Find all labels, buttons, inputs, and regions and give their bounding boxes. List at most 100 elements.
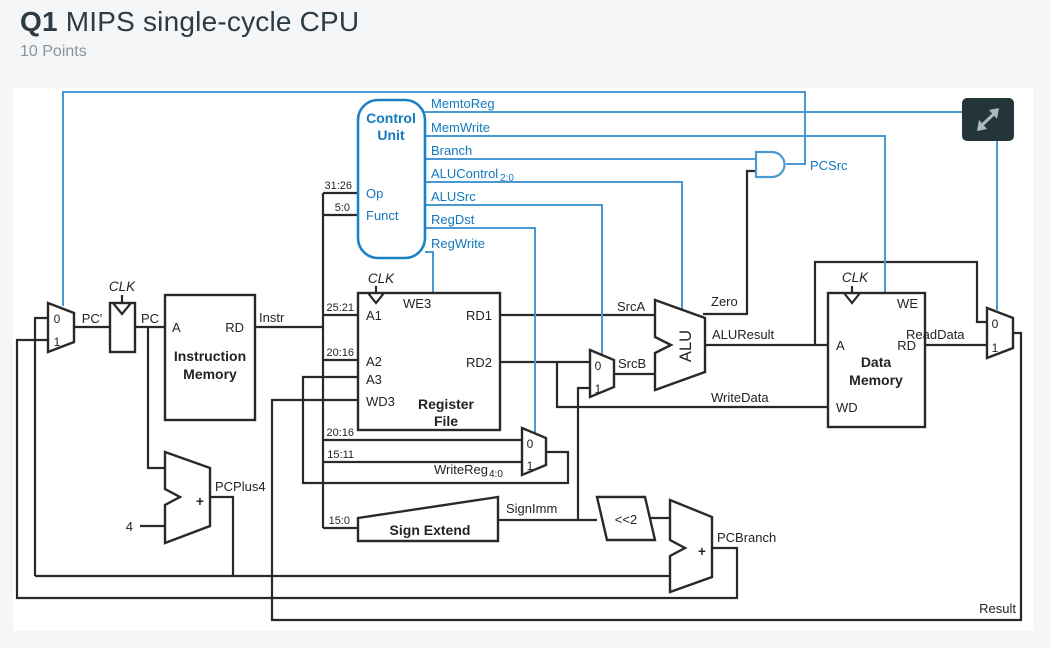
expand-button[interactable] [962,98,1014,141]
alu-label: ALU [677,330,695,362]
instruction-memory-title1: Instruction [174,348,246,364]
label-readdata: ReadData [906,327,965,342]
wire-writedata [555,362,828,409]
port-dm-a: A [836,338,845,353]
pc-clock-wedge [112,302,132,316]
register-file-title1: Register [418,396,475,412]
port-a2: A2 [366,354,382,369]
question-points: 10 Points [20,43,87,60]
port-we: WE [897,296,918,311]
label-srcb: SrcB [618,356,646,371]
sign-extend [356,495,500,543]
result-mux [985,306,1015,360]
writereg-mux-1: 1 [527,459,534,473]
alu [653,298,707,392]
srcb-mux-0: 0 [595,359,602,373]
port-im-a: A [172,320,181,335]
control-unit-title2: Unit [377,127,405,143]
label-pcprime: PC' [82,311,103,326]
label-writedata: WriteData [711,390,769,405]
wire-writereg [301,375,570,485]
port-we3: WE3 [403,296,431,311]
data-memory [826,291,927,429]
wire-pcbranch [15,338,739,600]
control-unit-title1: Control [366,110,416,126]
label-aluresult: ALUResult [712,327,775,342]
question-title-text: MIPS single-cycle CPU [65,6,360,37]
result-mux-1: 1 [992,341,999,355]
label-result: Result [979,601,1016,616]
port-wd: WD [836,400,858,415]
port-op: Op [366,186,383,201]
shift-left-2 [595,495,657,542]
shift-left-2-label: <<2 [615,512,637,527]
clk-label-regfile: CLK [368,271,395,286]
register-file [356,291,502,432]
labels: Control Unit Op Funct MemtoReg MemWrite … [54,96,1017,616]
wire-regwrite [425,251,434,295]
pcplus4-adder [163,450,212,545]
register-file-title2: File [434,413,458,429]
label-signimm: SignImm [506,501,557,516]
result-mux-0: 0 [992,317,999,331]
question-title: Q1 MIPS single-cycle CPU [20,6,359,38]
datapath-wires [15,169,1023,622]
wire-memwrite [425,135,886,295]
port-rd1: RD1 [466,308,492,323]
expand-arrows-icon [977,108,999,131]
wire-pc-to-pcplus4 [146,327,165,470]
label-writereg: WriteReg [434,462,488,477]
wire-pcsrc [62,91,806,306]
port-wd3: WD3 [366,394,395,409]
label-pc: PC [141,311,159,326]
label-regdst: RegDst [431,212,475,227]
pcbranch-adder [668,498,714,594]
label-alucontrol: ALUControl [431,166,498,181]
clk-label-datamem: CLK [842,270,869,285]
bits-20-16-b: 20:16 [326,427,354,439]
label-const4: 4 [126,519,133,534]
wire-regdst [425,227,536,434]
label-zero: Zero [711,294,738,309]
label-pcplus4: PCPlus4 [215,479,266,494]
srcb-mux [588,348,616,399]
label-pcsrc: PCSrc [810,158,848,173]
label-alusrc: ALUSrc [431,189,476,204]
pc-register [108,301,137,354]
port-funct: Funct [366,208,399,223]
port-dm-rd: RD [897,338,916,353]
port-a3: A3 [366,372,382,387]
srcb-mux-1: 1 [595,382,602,396]
bits-31-26: 31:26 [324,180,352,192]
pc-mux-0: 0 [54,312,61,326]
label-instr: Instr [259,310,285,325]
instruction-memory-title2: Memory [183,366,237,382]
label-writereg-sub: 4:0 [489,469,503,480]
pc-mux [46,301,76,354]
wire-result [270,331,1023,622]
bits-15-0: 15:0 [329,515,350,527]
instruction-memory [163,293,257,422]
writereg-mux [520,426,548,477]
data-memory-title2: Memory [849,372,903,388]
control-unit [356,98,427,260]
blocks [46,98,1015,594]
label-regwrite: RegWrite [431,236,485,251]
port-im-rd: RD [225,320,244,335]
data-memory-title1: Data [861,354,892,370]
label-pcbranch: PCBranch [717,530,776,545]
port-a1: A1 [366,308,382,323]
wire-pcplus4-to-mux0 [33,316,48,576]
writereg-mux-0: 0 [527,437,534,451]
wire-alucontrol [425,181,683,311]
regfile-clock-wedge [367,292,385,305]
pcbranch-plus: + [698,544,706,559]
question-header: Q1 MIPS single-cycle CPU 10 Points [20,6,359,61]
wire-aluresult-bypass [813,260,987,345]
wire-signimm-to-mux [576,386,590,520]
label-alucontrol-sub: 2:0 [500,173,514,184]
pc-mux-1: 1 [54,335,61,349]
datamem-clock-wedge [843,292,861,305]
wire-pcplus4-out [210,495,235,576]
